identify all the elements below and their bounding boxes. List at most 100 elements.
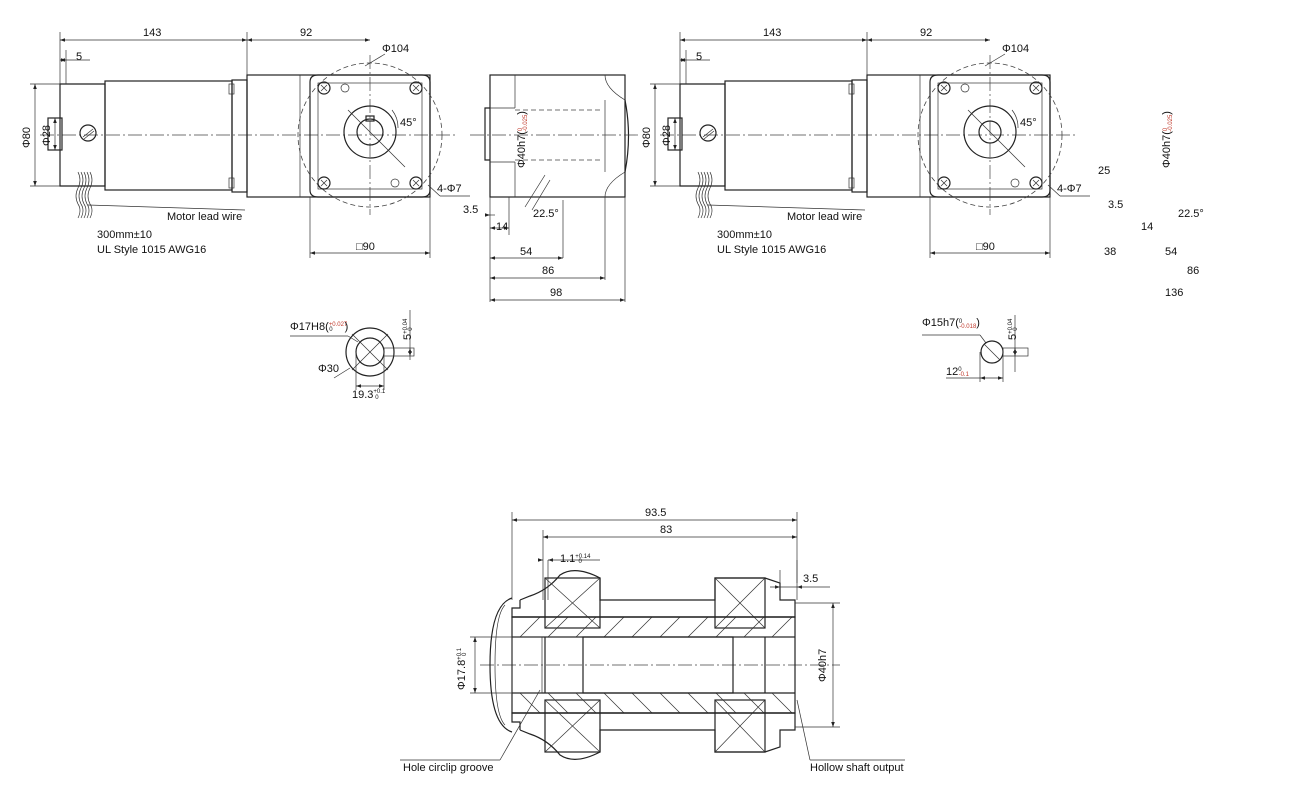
hatch-line bbox=[603, 692, 625, 714]
keyway bbox=[365, 115, 375, 122]
lead-wire bbox=[75, 171, 81, 219]
hatch-line bbox=[659, 692, 681, 714]
dim-3-5: 3.5 bbox=[463, 204, 478, 216]
arrow-head bbox=[980, 376, 985, 380]
flange-tab bbox=[228, 177, 235, 189]
arrow-head bbox=[473, 688, 477, 693]
bore-diameter: Φ17.8+0.10 bbox=[456, 647, 468, 690]
arrow-head bbox=[543, 535, 548, 539]
dim-92: 92 bbox=[920, 27, 932, 39]
hatch-line bbox=[771, 692, 793, 714]
leader-line bbox=[796, 699, 811, 761]
arrow-head bbox=[985, 38, 990, 42]
arrow-head bbox=[61, 58, 66, 62]
leader-line bbox=[1047, 184, 1061, 197]
lead-wire bbox=[704, 171, 710, 219]
brush-slot bbox=[82, 128, 94, 138]
output-shaft bbox=[978, 120, 1002, 144]
cross-line bbox=[351, 333, 389, 371]
hole-mark bbox=[940, 179, 948, 187]
arrow-head bbox=[242, 38, 247, 42]
mount-holes: 4-Φ7 bbox=[437, 183, 462, 195]
dim-25: 25 bbox=[1098, 165, 1110, 177]
hollow-bore bbox=[356, 118, 384, 146]
leader-line bbox=[427, 184, 441, 197]
left-gearmotor-labels: 143 92 Φ104 5 Φ80 Φ28 45° 4-Φ7 Motor lea… bbox=[21, 27, 562, 401]
brush-cap bbox=[79, 124, 97, 142]
hatch-line bbox=[715, 692, 737, 714]
bearing-cross bbox=[544, 577, 601, 629]
bearing-cross bbox=[714, 577, 766, 629]
hatch-line bbox=[519, 692, 541, 714]
arrow-head bbox=[653, 84, 657, 89]
hole-mark bbox=[412, 84, 420, 92]
lead-length: 300mm±10 bbox=[717, 229, 772, 241]
screw-hole bbox=[960, 83, 970, 93]
hollow-shaft-section-drawing bbox=[400, 512, 905, 761]
hatch-line bbox=[771, 616, 793, 638]
angle-45: 45° bbox=[400, 117, 417, 129]
dim-98: 98 bbox=[550, 287, 562, 299]
arrow-head bbox=[247, 38, 252, 42]
hatch-line bbox=[715, 616, 737, 638]
dim-86: 86 bbox=[542, 265, 554, 277]
bearing-cross bbox=[714, 699, 766, 753]
hollow-shaft-output-label: Hollow shaft output bbox=[810, 762, 904, 774]
arrow-head bbox=[53, 118, 57, 123]
brush-slot bbox=[83, 130, 95, 140]
hole-mark bbox=[412, 179, 420, 187]
output-boss bbox=[343, 105, 397, 159]
dim-phi80: Φ80 bbox=[641, 127, 653, 148]
dim-143: 143 bbox=[143, 27, 161, 39]
hatch-line bbox=[687, 616, 709, 638]
angle-22-5: 22.5° bbox=[533, 208, 559, 220]
arrow-head bbox=[930, 251, 935, 255]
leader-line bbox=[333, 367, 351, 379]
angle-22-5: 22.5° bbox=[1178, 208, 1204, 220]
dim-93-5: 93.5 bbox=[645, 507, 666, 519]
lead-wire bbox=[698, 171, 704, 219]
left-gearmotor-drawing bbox=[30, 32, 640, 390]
slant-line bbox=[524, 174, 546, 208]
lead-style: UL Style 1015 AWG16 bbox=[717, 244, 826, 256]
hole-mark bbox=[320, 179, 328, 187]
arrow-head bbox=[867, 38, 872, 42]
angle-arc bbox=[391, 109, 399, 129]
mount-hole bbox=[937, 176, 951, 190]
arrow-head bbox=[33, 84, 37, 89]
gearbox-face bbox=[929, 74, 1051, 198]
screw-hole bbox=[1010, 178, 1020, 188]
hatch-line bbox=[519, 616, 541, 638]
arrow-head bbox=[490, 298, 495, 302]
dim-86: 86 bbox=[1187, 265, 1199, 277]
hatch-line bbox=[743, 692, 765, 714]
lead-wire bbox=[78, 171, 84, 219]
key-depth: 120-0.1 bbox=[946, 366, 970, 378]
dim-54: 54 bbox=[520, 246, 532, 258]
mount-holes: 4-Φ7 bbox=[1057, 183, 1082, 195]
dim-136: 136 bbox=[1165, 287, 1183, 299]
diagonal-line bbox=[967, 109, 1026, 168]
bore-relief bbox=[582, 636, 734, 694]
arrow-head bbox=[792, 518, 797, 522]
arrow-head bbox=[600, 276, 605, 280]
dim-83: 83 bbox=[660, 524, 672, 536]
lead-style: UL Style 1015 AWG16 bbox=[97, 244, 206, 256]
hatch-line bbox=[687, 692, 709, 714]
key-slot bbox=[1002, 347, 1029, 357]
dim-54: 54 bbox=[1165, 246, 1177, 258]
hatch-line bbox=[603, 616, 625, 638]
circlip-groove-label: Hole circlip groove bbox=[403, 762, 493, 774]
dim-3-5: 3.5 bbox=[1108, 199, 1123, 211]
mount-hole bbox=[1029, 176, 1043, 190]
bearing bbox=[714, 577, 766, 629]
dim-143: 143 bbox=[763, 27, 781, 39]
square-90: □90 bbox=[976, 241, 995, 253]
hole-mark bbox=[1032, 84, 1040, 92]
key-boss: Φ30 bbox=[318, 363, 339, 375]
screw-hole bbox=[340, 83, 350, 93]
